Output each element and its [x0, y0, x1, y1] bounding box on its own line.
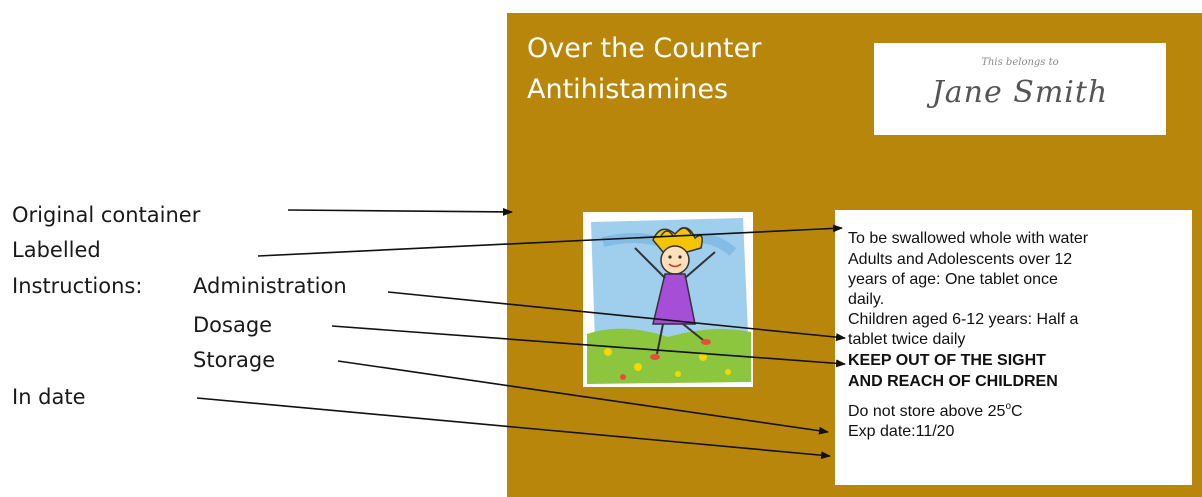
arrow-original-container	[287, 207, 513, 216]
label-in-date: In date	[12, 385, 86, 409]
adult-dosage-line-1: Adults and Adolescents over 12	[848, 251, 1073, 268]
child-dosage-line-2: tablet twice daily	[848, 331, 966, 348]
child-drawing-icon	[587, 218, 751, 384]
warning-line-2: AND REACH OF CHILDREN	[848, 373, 1058, 390]
box-title: Over the Counter Antihistamines	[527, 28, 761, 110]
swallow-instruction: To be swallowed whole with water	[848, 230, 1089, 247]
label-original-container: Original container	[12, 203, 201, 227]
child-dosage-line-1: Children aged 6-12 years: Half a	[848, 311, 1079, 328]
label-dosage: Dosage	[193, 313, 273, 337]
warning-line-1: KEEP OUT OF THE SIGHT	[848, 352, 1046, 369]
medicine-box: Over the Counter Antihistamines This bel…	[507, 13, 1202, 497]
owner-name: Jane Smith	[931, 75, 1109, 110]
label-administration: Administration	[193, 274, 347, 298]
box-title-line-1: Over the Counter	[527, 33, 762, 64]
label-storage: Storage	[193, 348, 276, 372]
degree-symbol: o	[1005, 401, 1011, 412]
instructions-panel: To be swallowed whole with water Adults …	[835, 210, 1192, 485]
label-labelled: Labelled	[12, 238, 101, 262]
storage-unit: C	[1011, 403, 1023, 420]
storage-text: Do not store above 25	[848, 403, 1006, 420]
owner-caption: This belongs to	[981, 57, 1059, 68]
label-instructions: Instructions:	[12, 274, 143, 298]
adult-dosage-line-2: years of age: One tablet once	[848, 271, 1058, 288]
adult-dosage-line-3: daily.	[848, 291, 885, 308]
expiry-date: Exp date:11/20	[848, 423, 955, 440]
child-drawing-illustration	[583, 212, 753, 387]
owner-label: This belongs to Jane Smith	[874, 43, 1166, 135]
storage-instruction: Do not store above 25oC	[848, 402, 1023, 420]
box-title-line-2: Antihistamines	[527, 74, 729, 105]
